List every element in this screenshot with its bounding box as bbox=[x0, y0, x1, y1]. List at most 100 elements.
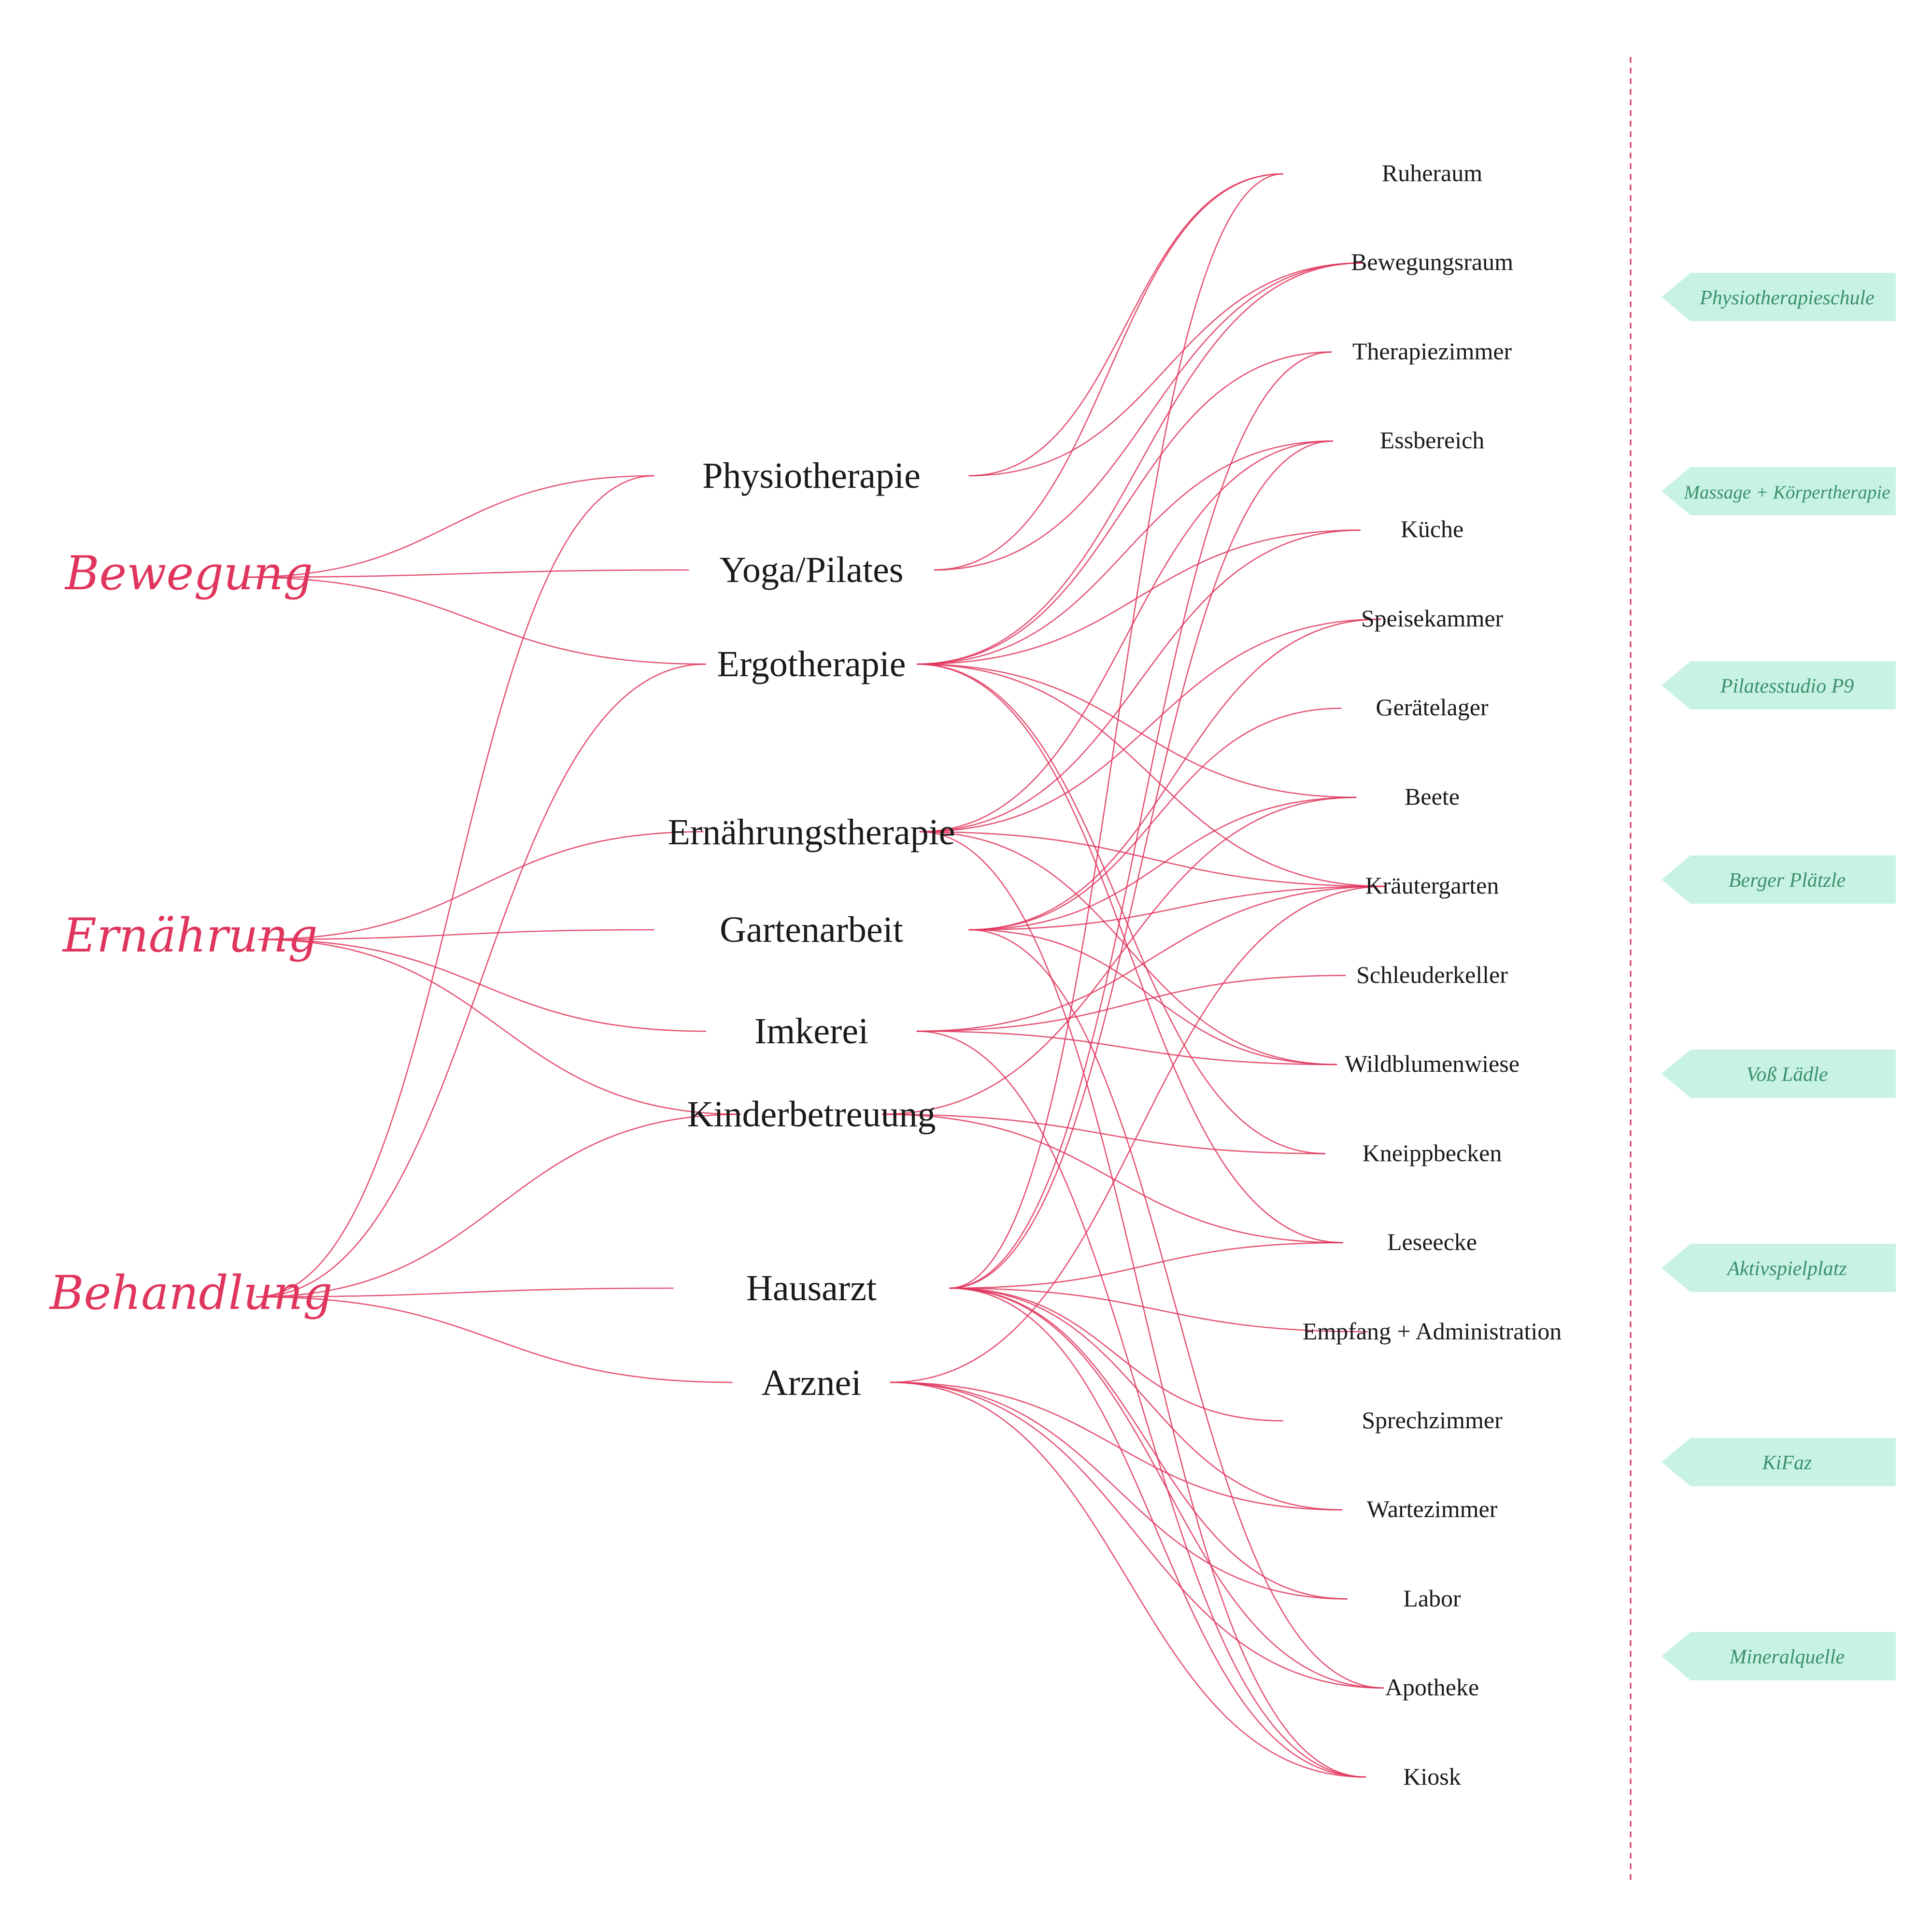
place-berger-plaetzle: Berger Plätzle bbox=[1729, 869, 1846, 892]
category-link bbox=[256, 663, 706, 1298]
space-speisekammer: Speisekammer bbox=[1361, 605, 1504, 632]
place-mineralquelle: Mineralquelle bbox=[1729, 1646, 1845, 1668]
space-kraeutergarten: Kräutergarten bbox=[1365, 872, 1499, 899]
space-link bbox=[917, 663, 1343, 1244]
space-kiosk: Kiosk bbox=[1403, 1763, 1461, 1790]
place-tag: Massage + Körpertherapie bbox=[1662, 467, 1896, 515]
space-link bbox=[949, 1287, 1343, 1511]
space-link bbox=[934, 173, 1283, 571]
space-link bbox=[917, 663, 1357, 798]
place-tag: Aktivspielplatz bbox=[1662, 1244, 1896, 1292]
space-link bbox=[917, 529, 1361, 665]
space-beete: Beete bbox=[1405, 783, 1460, 810]
activity-imkerei: Imkerei bbox=[754, 1011, 868, 1051]
space-link bbox=[916, 1030, 1366, 1778]
space-link bbox=[917, 440, 1333, 665]
space-labor: Labor bbox=[1403, 1585, 1461, 1612]
tag-shape bbox=[1662, 1244, 1896, 1292]
space-link bbox=[890, 1381, 1343, 1511]
space-link bbox=[919, 618, 1381, 833]
space-link bbox=[882, 1113, 1326, 1154]
activity-yoga-pilates: Yoga/Pilates bbox=[720, 550, 904, 590]
space-geraetelager: Gerätelager bbox=[1376, 694, 1489, 721]
space-link bbox=[968, 173, 1283, 477]
place-massage-koerpertherapie: Massage + Körpertherapie bbox=[1683, 482, 1890, 503]
space-link bbox=[917, 262, 1363, 665]
category-link bbox=[258, 938, 707, 1032]
space-link bbox=[919, 529, 1361, 833]
space-ruheraum: Ruheraum bbox=[1382, 159, 1482, 186]
space-link bbox=[890, 1381, 1384, 1689]
space-link bbox=[890, 885, 1386, 1383]
activity-column: Physiotherapie Yoga/Pilates Ergotherapie… bbox=[668, 455, 955, 1403]
space-link bbox=[949, 1287, 1348, 1600]
space-link bbox=[949, 440, 1333, 1289]
space-wartezimmer: Wartezimmer bbox=[1367, 1495, 1498, 1522]
category-column: Bewegung Ernährung Behandlung bbox=[49, 546, 333, 1320]
activity-hausarzt: Hausarzt bbox=[746, 1268, 877, 1308]
place-tag: Mineralquelle bbox=[1662, 1632, 1896, 1680]
tag-shape bbox=[1662, 1632, 1896, 1680]
activity-physiotherapie: Physiotherapie bbox=[702, 455, 921, 496]
space-link bbox=[917, 663, 1326, 1154]
activity-kinderbetreuung: Kinderbetreuung bbox=[687, 1094, 936, 1135]
space-link bbox=[949, 351, 1332, 1289]
category-ernaehrung: Ernährung bbox=[62, 909, 318, 963]
category-bewegung: Bewegung bbox=[64, 546, 313, 600]
space-bewegungsraum: Bewegungsraum bbox=[1351, 248, 1513, 275]
place-aktivspielplatz: Aktivspielplatz bbox=[1726, 1258, 1847, 1280]
space-kueche: Küche bbox=[1401, 515, 1464, 542]
tag-shape bbox=[1662, 1438, 1896, 1486]
category-link bbox=[256, 1287, 674, 1298]
space-link bbox=[968, 929, 1337, 1065]
space-link bbox=[949, 1287, 1283, 1421]
category-link bbox=[243, 475, 654, 578]
place-kifaz: KiFaz bbox=[1762, 1452, 1812, 1474]
category-link bbox=[258, 831, 704, 940]
tag-shape bbox=[1662, 273, 1896, 321]
space-link bbox=[882, 1113, 1343, 1244]
space-link bbox=[934, 262, 1363, 571]
place-tag: Berger Plätzle bbox=[1662, 855, 1896, 904]
tag-shape bbox=[1662, 661, 1896, 710]
activity-gartenarbeit: Gartenarbeit bbox=[720, 909, 903, 950]
connection-lines bbox=[243, 173, 1386, 1778]
place-tag: Pilatesstudio P9 bbox=[1662, 661, 1896, 710]
space-link bbox=[949, 1287, 1384, 1689]
category-link bbox=[256, 1296, 733, 1383]
space-link bbox=[968, 796, 1357, 931]
place-physiotherapieschule: Physiotherapieschule bbox=[1699, 287, 1875, 309]
space-link bbox=[919, 831, 1386, 887]
space-link bbox=[968, 929, 1384, 1689]
activity-ernaehrungstherapie: Ernährungstherapie bbox=[668, 812, 955, 852]
activity-ergotherapie: Ergotherapie bbox=[717, 644, 906, 684]
space-column: Ruheraum Bewegungsraum Therapiezimmer Es… bbox=[1303, 159, 1562, 1790]
category-link bbox=[258, 938, 741, 1115]
category-link bbox=[256, 475, 654, 1298]
place-tag: Physiotherapieschule bbox=[1662, 273, 1896, 321]
category-link bbox=[243, 569, 689, 578]
tag-shape bbox=[1662, 855, 1896, 904]
space-empfang-administration: Empfang + Administration bbox=[1303, 1318, 1562, 1345]
category-behandlung: Behandlung bbox=[49, 1266, 333, 1320]
category-link bbox=[258, 929, 654, 940]
space-link bbox=[949, 1242, 1343, 1289]
place-voss-laedle: Voß Lädle bbox=[1746, 1064, 1828, 1086]
space-sprechzimmer: Sprechzimmer bbox=[1362, 1406, 1503, 1434]
space-link bbox=[919, 440, 1333, 833]
space-link bbox=[916, 975, 1346, 1032]
space-link bbox=[949, 1287, 1366, 1778]
space-leseecke: Leseecke bbox=[1387, 1228, 1477, 1255]
place-column: Physiotherapieschule Massage + Körperthe… bbox=[1662, 273, 1896, 1680]
category-link bbox=[256, 1113, 741, 1298]
space-link bbox=[968, 708, 1342, 931]
space-link bbox=[919, 831, 1366, 1778]
place-pilatesstudio-p9: Pilatesstudio P9 bbox=[1720, 675, 1854, 697]
space-link bbox=[919, 831, 1337, 1065]
tag-shape bbox=[1662, 1050, 1896, 1098]
space-link bbox=[917, 351, 1332, 665]
space-link bbox=[917, 663, 1386, 887]
space-link bbox=[968, 885, 1386, 931]
space-link bbox=[890, 1381, 1366, 1778]
